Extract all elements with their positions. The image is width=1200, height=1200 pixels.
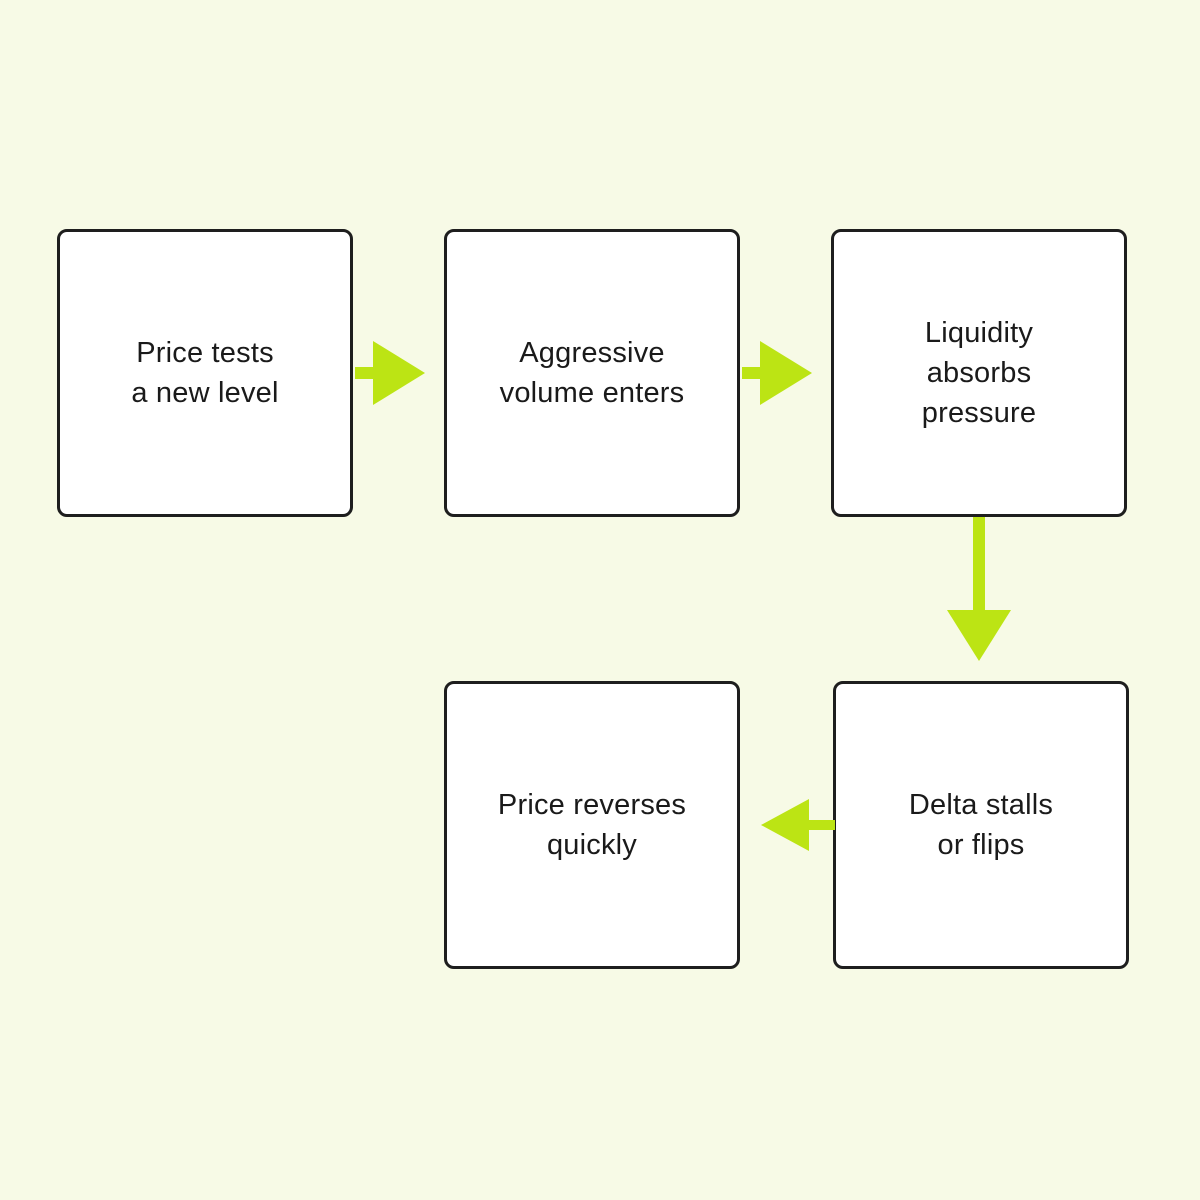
node-aggressive-volume: Aggressive volume enters [444, 229, 740, 517]
node-aggressive-volume-label: Aggressive volume enters [499, 337, 685, 409]
node-price-tests: Price tests a new level [57, 229, 353, 517]
node-price-reverses-label: Price reverses quickly [497, 789, 687, 861]
node-liquidity-absorbs-label: Liquidity absorbs pressure [921, 317, 1037, 429]
arrow-right-icon [742, 340, 814, 406]
node-price-reverses: Price reverses quickly [444, 681, 740, 969]
node-delta-stalls: Delta stalls or flips [833, 681, 1129, 969]
arrow-left-icon [761, 798, 835, 852]
node-liquidity-absorbs: Liquidity absorbs pressure [831, 229, 1127, 517]
node-price-tests-label: Price tests a new level [131, 337, 279, 409]
node-delta-stalls-label: Delta stalls or flips [908, 789, 1054, 861]
arrow-right-icon [355, 340, 427, 406]
arrow-down-icon [946, 517, 1012, 662]
